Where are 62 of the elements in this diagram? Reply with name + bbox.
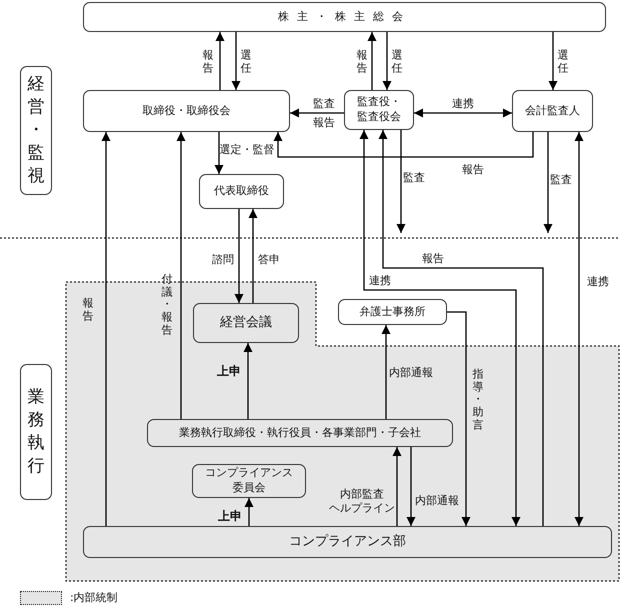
arrow xyxy=(290,108,344,118)
arrow xyxy=(378,130,544,526)
arrow xyxy=(544,132,552,233)
edge-label: 監査 xyxy=(550,172,572,188)
arrow xyxy=(102,132,110,526)
edge-label: 付議・報告 xyxy=(161,273,173,337)
org-box: 弁護士事務所 xyxy=(338,299,447,325)
side-band: 経営・監視 xyxy=(20,66,52,195)
edge-label: 内部通報 xyxy=(415,494,459,508)
edge-label: 連携 xyxy=(587,274,609,290)
arrow xyxy=(216,32,224,90)
edge-label: 答申 xyxy=(258,252,280,268)
arrow xyxy=(248,209,258,303)
edge-label: 報告 xyxy=(462,162,484,178)
org-box: コンプライアンス委員会 xyxy=(192,464,306,498)
arrow xyxy=(214,132,224,174)
org-box: 経営会議 xyxy=(193,303,299,343)
edge-label: 報告 xyxy=(422,252,444,266)
edge-label: 選任 xyxy=(391,49,403,75)
arrow xyxy=(414,108,512,118)
arrow xyxy=(396,130,406,233)
org-box: 業務執行取締役・執行役員・各事業部門・子会社 xyxy=(147,419,453,447)
edge-label: 報告 xyxy=(356,49,368,75)
arrow xyxy=(574,132,584,526)
legend-label: :内部統制 xyxy=(70,590,118,606)
edge-label: 報告 xyxy=(202,49,214,75)
arrow xyxy=(244,498,254,526)
arrow xyxy=(232,32,240,90)
arrow xyxy=(234,209,244,303)
arrow xyxy=(548,32,558,90)
edge-label: 監査 xyxy=(403,170,425,186)
org-box: 株主・株主総会 xyxy=(83,2,606,32)
arrow xyxy=(406,447,416,526)
arrow xyxy=(274,132,534,158)
arrow xyxy=(382,32,392,90)
edge-label: 上申 xyxy=(218,509,242,525)
arrow xyxy=(392,447,402,526)
arrow xyxy=(382,325,390,419)
edge-label: 報告 xyxy=(82,297,94,323)
arrow xyxy=(360,130,520,526)
edge-label: 連携 xyxy=(369,274,391,288)
edge-label: 諮問 xyxy=(212,252,234,268)
arrow xyxy=(447,311,470,526)
edge-label: 選任 xyxy=(240,49,252,75)
edge-label: 上申 xyxy=(217,364,241,380)
org-box: 会計監査人 xyxy=(512,90,593,132)
edge-label: 連携 xyxy=(452,96,474,112)
edge-label: 内部通報 xyxy=(389,366,433,380)
edge-label: 内部監査ヘルプライン xyxy=(328,488,396,516)
org-box: 取締役・取締役会 xyxy=(83,90,290,132)
text-label: 報告 xyxy=(313,116,335,130)
arrow xyxy=(368,32,376,90)
org-box: 監査役・監査役会 xyxy=(344,90,414,130)
org-box: コンプライアンス部 xyxy=(83,526,612,558)
arrow xyxy=(244,343,252,419)
org-box: 代表取締役 xyxy=(199,174,284,209)
arrow xyxy=(176,132,186,419)
edge-label: 指導・助言 xyxy=(472,368,484,432)
edge-label: 選任 xyxy=(557,49,569,75)
edge-label: 監査 xyxy=(313,96,335,112)
edge-label: 選定・監督 xyxy=(220,142,274,158)
side-band: 業務執行 xyxy=(20,364,52,500)
